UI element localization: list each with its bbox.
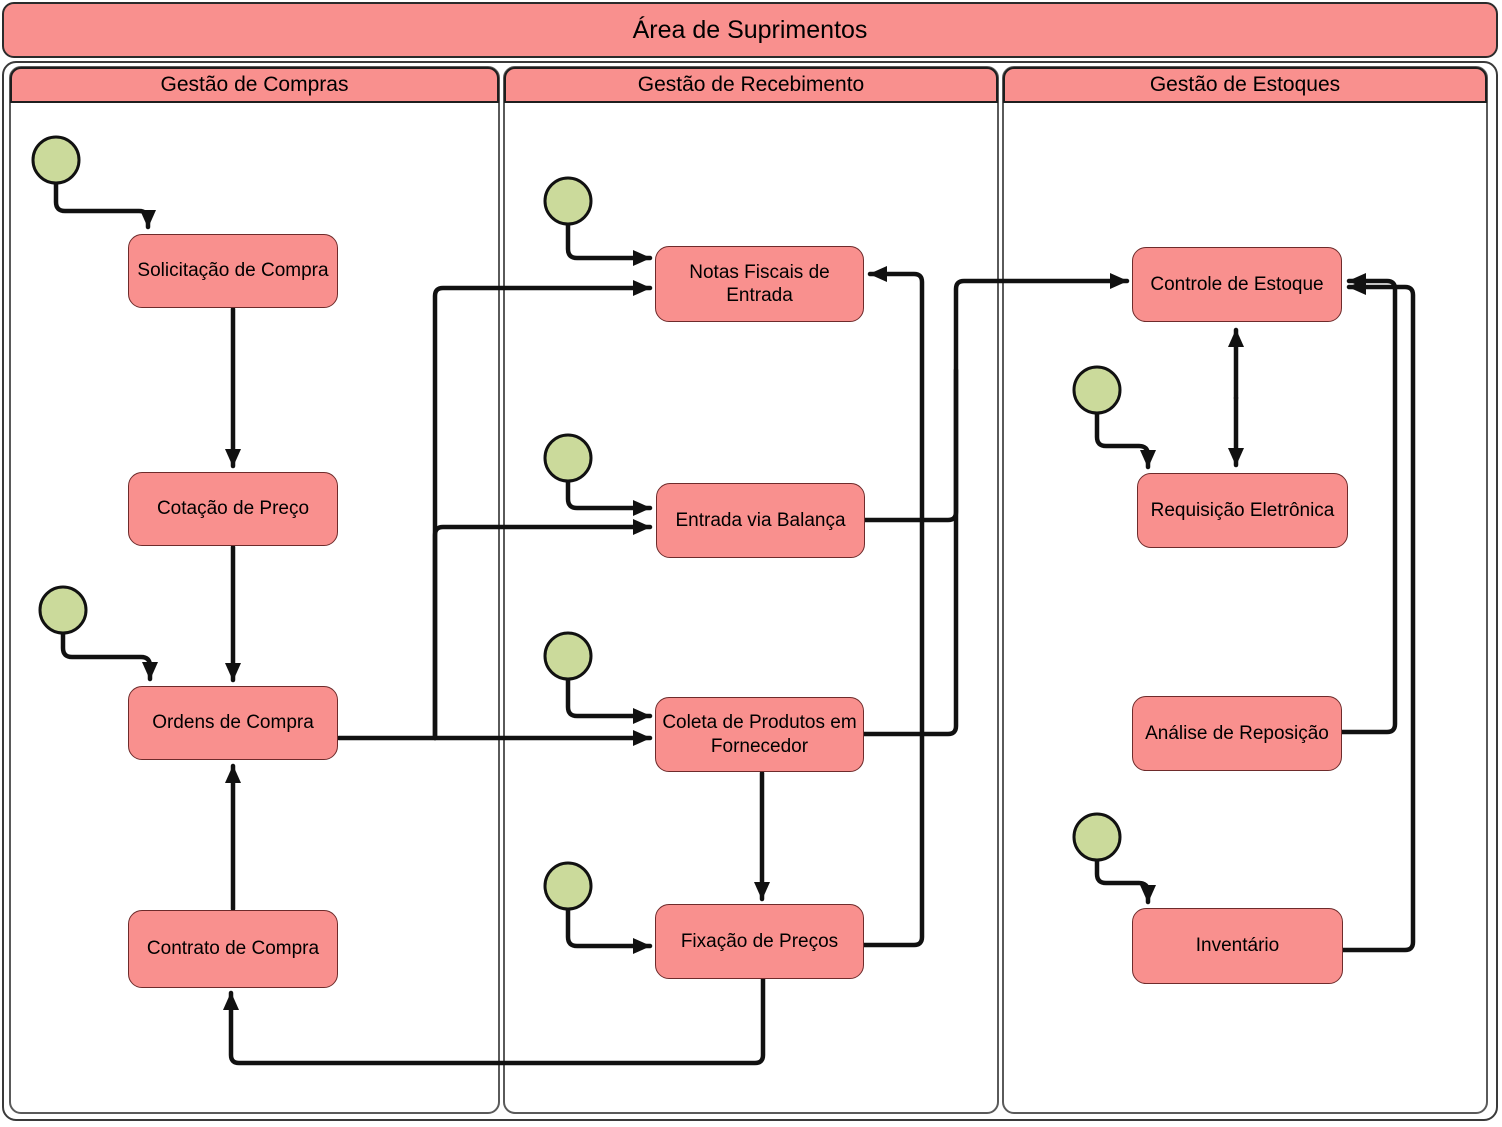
lane-header-estoques: Gestão de Estoques xyxy=(1003,67,1487,103)
activity-cotacao-de-preco: Cotação de Preço xyxy=(128,472,338,546)
activity-fixacao-de-precos: Fixação de Preços xyxy=(655,904,864,979)
lane-header-recebimento: Gestão de Recebimento xyxy=(504,67,998,103)
activity-solicitacao-de-compra: Solicitação de Compra xyxy=(128,234,338,308)
activity-inventario: Inventário xyxy=(1132,908,1343,984)
activity-coleta-de-produtos-em-fornecedor: Coleta de Produtos em Fornecedor xyxy=(655,697,864,772)
activity-entrada-via-balanca: Entrada via Balança xyxy=(656,483,865,558)
activity-controle-de-estoque: Controle de Estoque xyxy=(1132,247,1342,322)
activity-analise-de-reposicao: Análise de Reposição xyxy=(1132,696,1342,771)
lane-header-compras: Gestão de Compras xyxy=(10,67,499,103)
pool-title: Área de Suprimentos xyxy=(2,2,1498,58)
activity-notas-fiscais-de-entrada: Notas Fiscais de Entrada xyxy=(655,246,864,322)
activity-requisicao-eletronica: Requisição Eletrônica xyxy=(1137,473,1348,548)
activity-ordens-de-compra: Ordens de Compra xyxy=(128,686,338,760)
activity-contrato-de-compra: Contrato de Compra xyxy=(128,910,338,988)
